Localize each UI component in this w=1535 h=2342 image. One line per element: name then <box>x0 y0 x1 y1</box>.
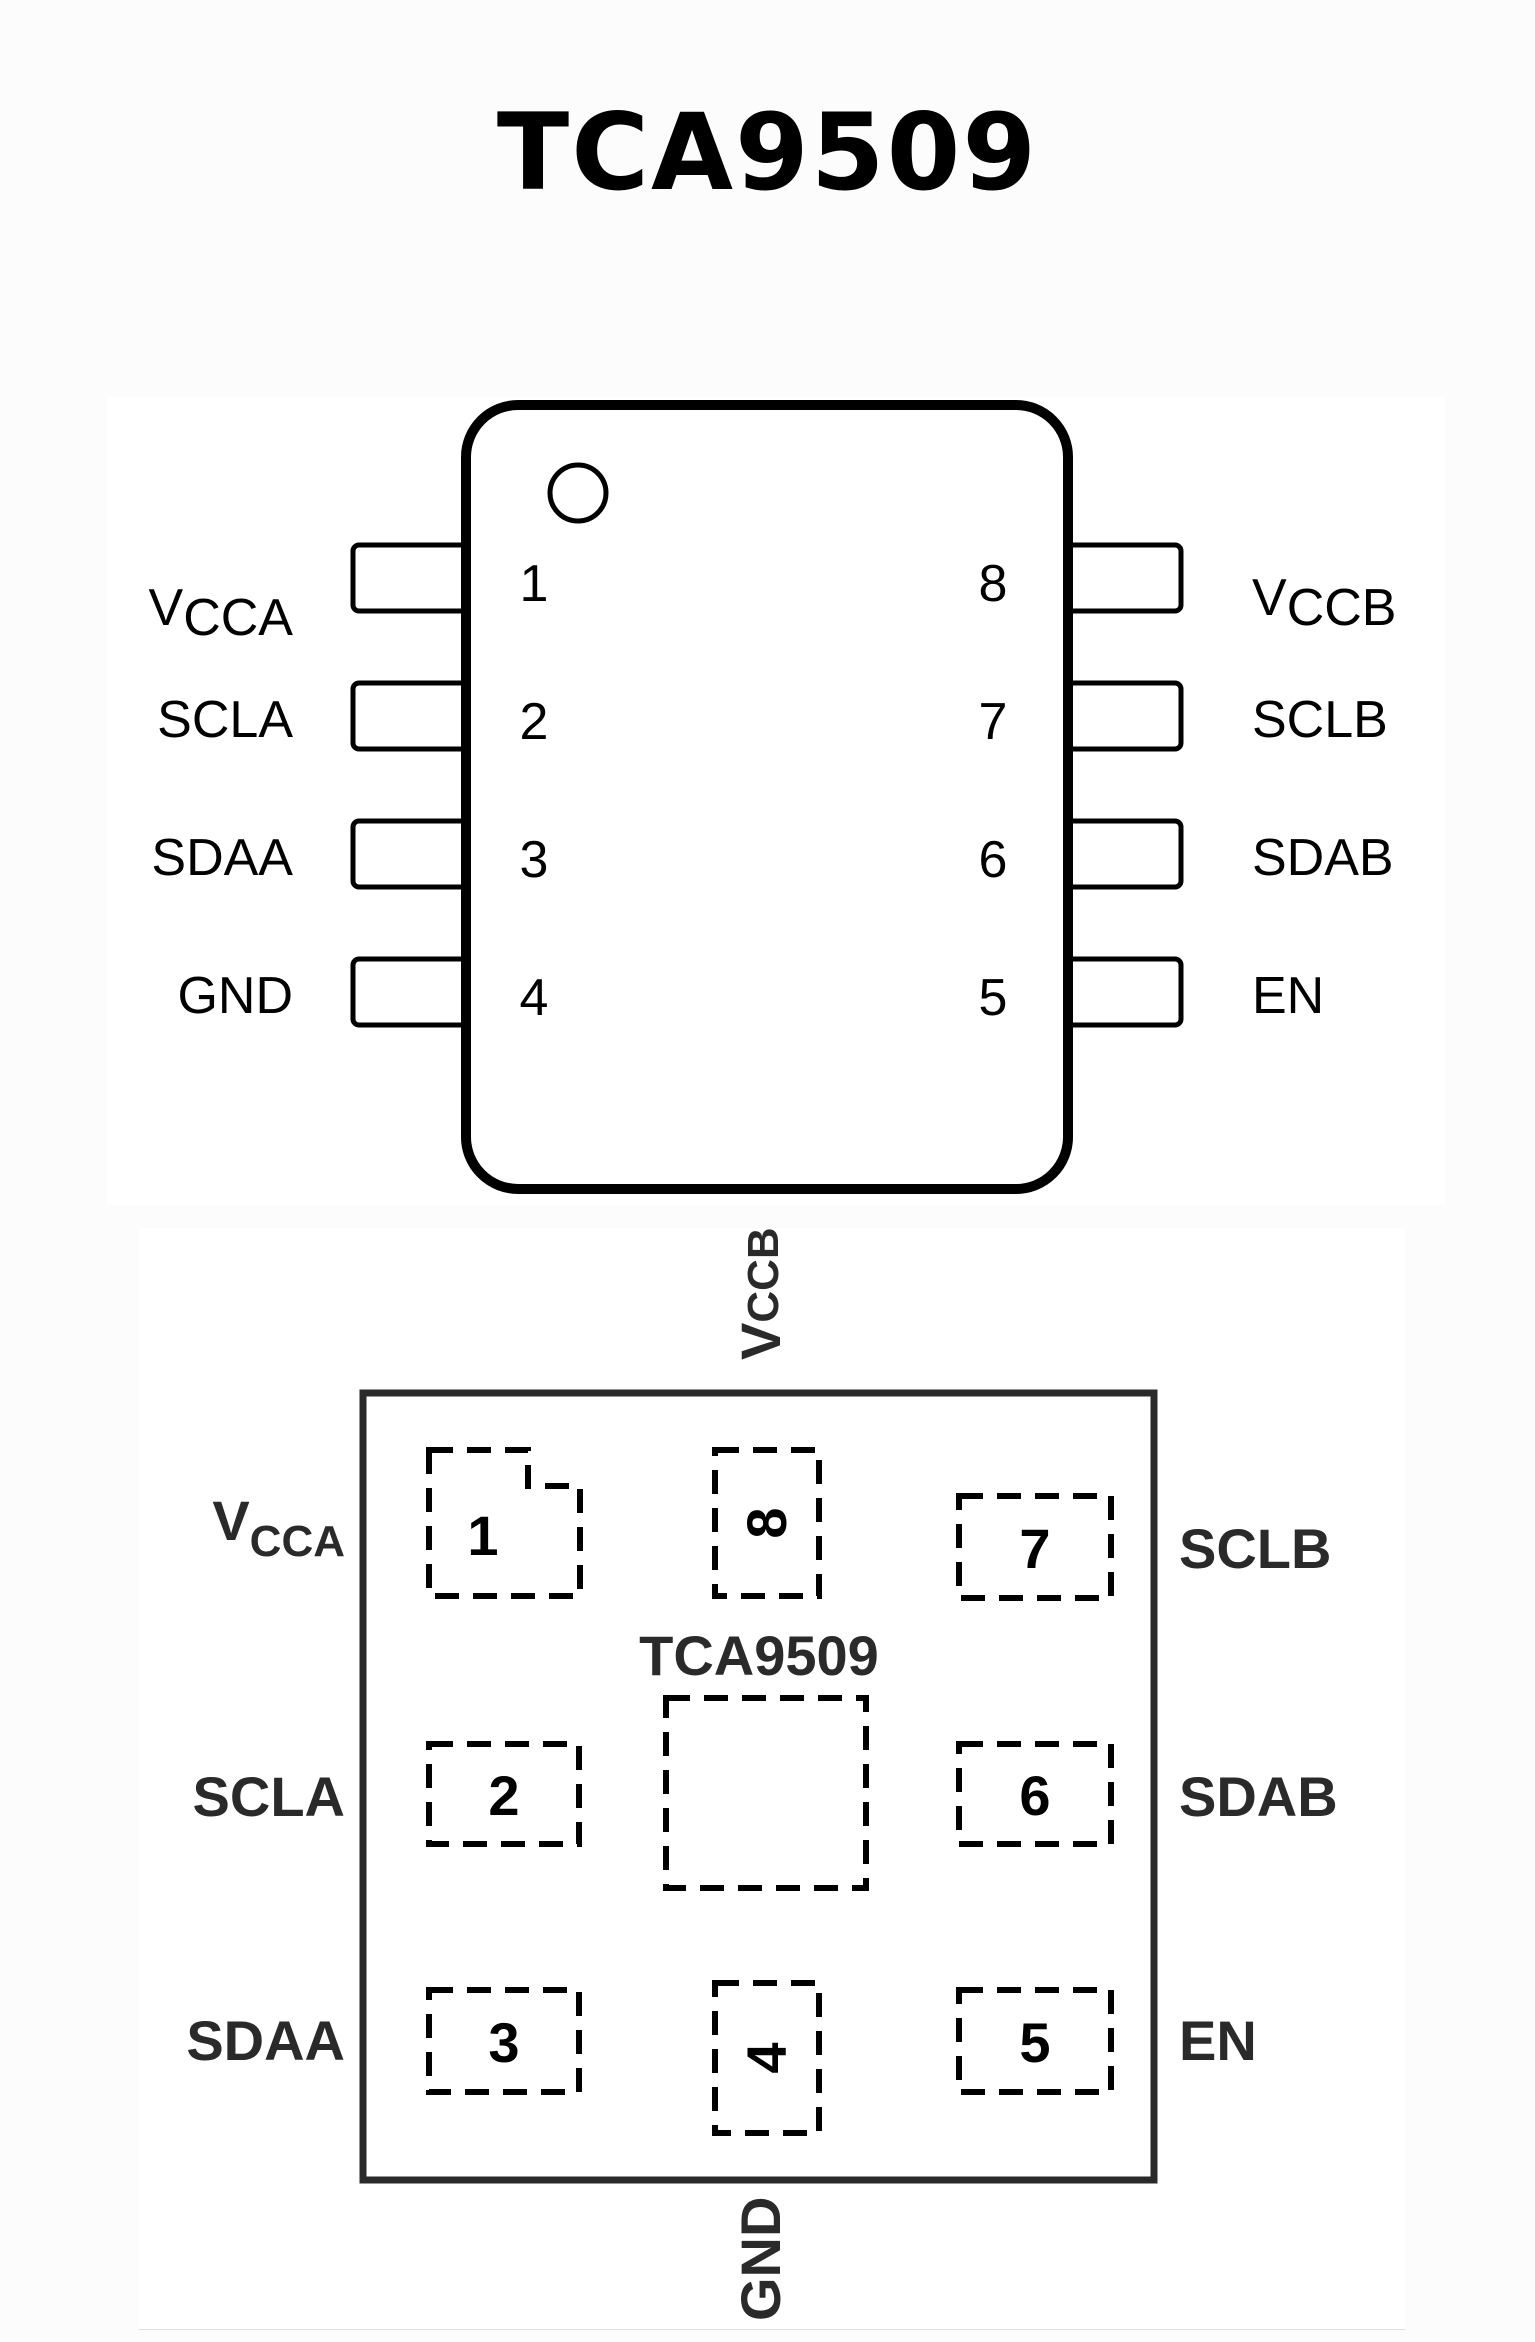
package-bottom-view-drawing: VCCB GND VCCA SCLA SDAA SCLB SDAB EN TCA… <box>186 1228 1338 2321</box>
pin-name-5: EN <box>1252 967 1324 1025</box>
pad-number-8-group: 8 <box>735 1507 798 1538</box>
package-outline <box>359 1389 1158 2184</box>
pad-number-6: 6 <box>1019 1764 1050 1827</box>
pad-6 <box>956 1741 1114 1847</box>
pad-number-7: 7 <box>1019 1517 1050 1580</box>
left-label-vcca: VCCA <box>212 1489 345 1566</box>
lead-pin-2 <box>350 680 463 752</box>
lead-pin-7 <box>1071 680 1184 752</box>
pin-number-7: 7 <box>979 693 1008 751</box>
pin-number-6: 6 <box>979 831 1008 889</box>
pad-number-1: 1 <box>467 1504 498 1567</box>
pad-number-5: 5 <box>1019 2011 1050 2074</box>
lead-pin-6 <box>1071 818 1184 890</box>
pad-1 <box>426 1447 583 1599</box>
pad-number-3: 3 <box>488 2011 519 2074</box>
package-top-view: VCCA SCLA SDAA GND 1 2 3 4 8 7 6 5 VCCB … <box>107 397 1445 1205</box>
pad-2 <box>426 1741 582 1847</box>
lead-pin-5 <box>1071 956 1184 1028</box>
pad-number-8: 8 <box>735 1507 798 1538</box>
thermal-pad <box>663 1695 869 1891</box>
lead-pin-3 <box>350 818 463 890</box>
pad-4 <box>712 1980 822 2136</box>
pin-name-3: SDAA <box>151 829 293 887</box>
chip-label: TCA9509 <box>639 1624 879 1687</box>
pad-7 <box>956 1493 1114 1601</box>
pin-number-3: 3 <box>520 831 549 889</box>
right-label-en: EN <box>1179 2009 1257 2072</box>
pin-number-1: 1 <box>520 555 549 613</box>
pin-name-7: SCLB <box>1252 691 1388 749</box>
pad-number-4-group: 4 <box>735 2042 798 2073</box>
lead-pin-1 <box>350 542 463 614</box>
right-label-sdab: SDAB <box>1179 1765 1338 1828</box>
bottom-label: GND <box>729 2197 792 2321</box>
package-top-view-drawing: VCCA SCLA SDAA GND 1 2 3 4 8 7 6 5 VCCB … <box>149 400 1396 1194</box>
ic-body <box>461 400 1073 1194</box>
left-label-sdaa: SDAA <box>186 2009 345 2072</box>
lead-pin-8 <box>1071 542 1184 614</box>
pad-5 <box>956 1987 1114 2095</box>
lead-pin-4 <box>350 956 463 1028</box>
pin-name-2: SCLA <box>157 691 293 749</box>
pin-number-2: 2 <box>520 693 549 751</box>
pad-number-4: 4 <box>735 2042 798 2073</box>
pin1-indicator-icon <box>547 462 609 524</box>
pad-8 <box>712 1447 822 1599</box>
device-title: TCA9509 <box>496 91 1039 214</box>
pin-name-8: VCCB <box>1252 569 1396 637</box>
pin-name-4: GND <box>177 967 293 1025</box>
left-label-scla: SCLA <box>193 1765 345 1828</box>
pin-number-8: 8 <box>979 555 1008 613</box>
svg-text:VCCB: VCCB <box>729 1228 792 1360</box>
right-label-sclb: SCLB <box>1179 1517 1331 1580</box>
top-label: VCCB <box>729 1228 792 1360</box>
pin-number-4: 4 <box>520 969 549 1027</box>
package-bottom-view: VCCB GND VCCA SCLA SDAA SCLB SDAB EN TCA… <box>139 1228 1405 2330</box>
svg-text:GND: GND <box>729 2197 792 2321</box>
pin-name-1: VCCA <box>149 579 294 647</box>
pin-name-6: SDAB <box>1252 829 1394 887</box>
pad-3 <box>426 1987 582 2095</box>
pin-number-5: 5 <box>979 969 1008 1027</box>
pad-number-2: 2 <box>488 1764 519 1827</box>
